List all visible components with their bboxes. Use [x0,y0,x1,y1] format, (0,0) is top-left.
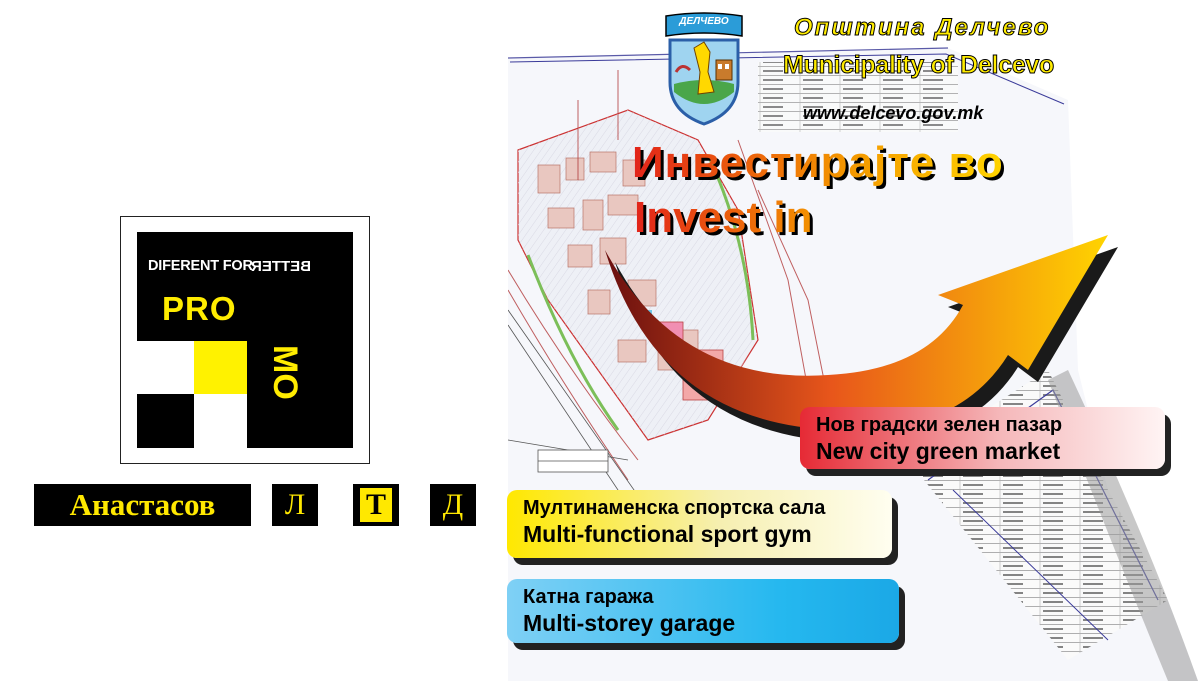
company-letter-d: Д [442,488,464,521]
project-card-garage: Катна гаража Multi-storey garage [507,579,899,643]
project-title-mk: Катна гаража [523,586,654,608]
logo-white-square [137,341,194,394]
logo-word-pro: PRO [162,290,237,327]
logo-tagline-left: DIFERENT FOR [148,258,253,274]
coat-of-arms-icon [665,12,743,126]
logo-yellow-square [194,341,247,394]
logo-word-mo: MO [266,345,304,400]
project-card-green-market: Нов градски зелен пазар New city green m… [800,407,1165,469]
company-letter-t: Т [359,488,392,522]
project-title-en: Multi-functional sport gym [523,521,812,547]
company-letter-box: Т [353,484,399,526]
project-title-en: Multi-storey garage [523,610,736,636]
project-title-en: New city green market [816,438,1061,464]
coat-of-arms-label: ДЕЛЧЕВО [679,16,729,27]
project-title-mk: Нов градски зелен пазар [816,414,1063,436]
company-name: Анастасов [69,487,216,522]
project-card-sport-gym: Мултинаменска спортска сала Multi-functi… [507,490,892,558]
company-letter-l: Л [284,488,306,521]
municipality-title-mk: Општина Делчево [793,14,1051,42]
company-name-box: Анастасов [34,484,251,526]
company-letter-box: Д [430,484,476,526]
logo-tagline-mirrored: BETTER [251,258,311,275]
municipality-title-en: Municipality of Delcevo [783,51,1055,80]
company-letter-box: Л [272,484,318,526]
project-title-mk: Мултинаменска спортска сала [523,497,826,519]
headline-mk: Инвестирајте во [632,138,1004,187]
municipality-website[interactable]: www.delcevo.gov.mk [803,103,984,123]
logo-white-square-bottom [194,394,247,448]
headline-en: Invest in [634,193,813,242]
